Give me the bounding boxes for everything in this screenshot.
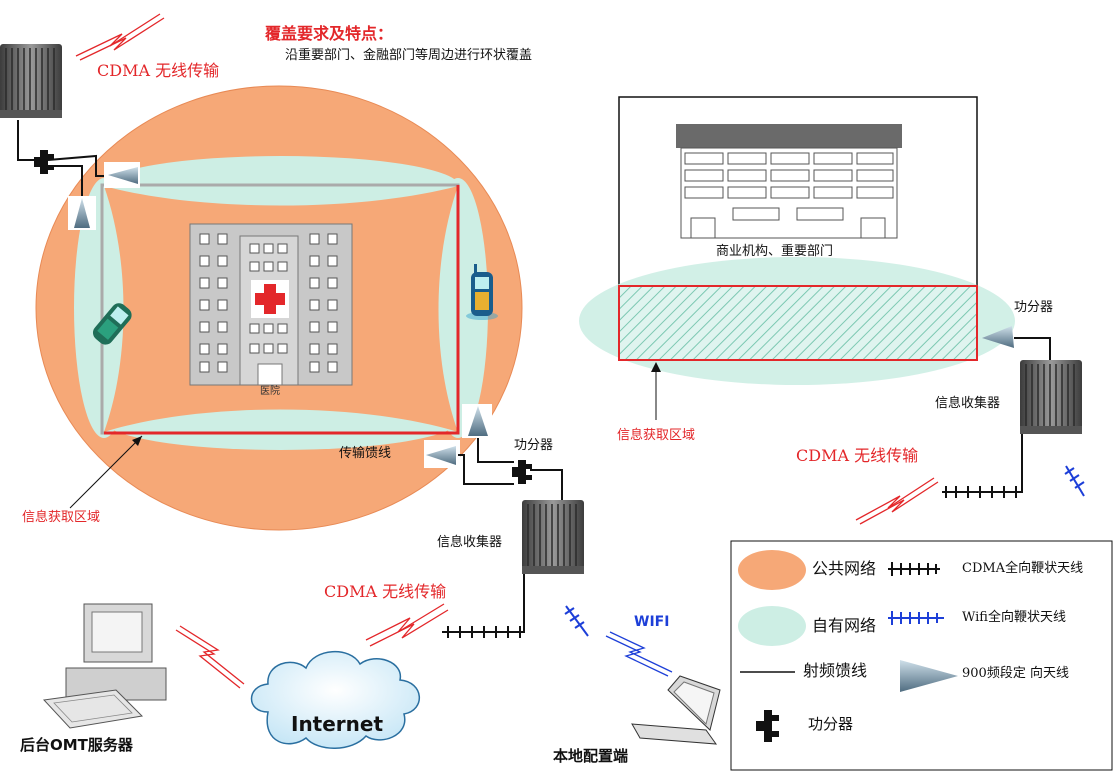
lightning-center <box>365 603 449 647</box>
pointer-arrow-left <box>69 435 143 509</box>
cdma-antenna-center <box>447 626 521 638</box>
splitter-top-left <box>34 150 54 174</box>
lightning-server <box>175 625 245 689</box>
legend-wifi-antenna-label: Wifi全向鞭状天线 <box>962 610 1066 625</box>
feeder-line-label: 传输馈线 <box>339 446 392 461</box>
cdma-antenna-right-feeder <box>942 434 1023 493</box>
local-config-laptop <box>631 675 721 745</box>
legend-public-network-swatch <box>738 550 806 590</box>
splitter-center-label: 功分器 <box>514 438 554 453</box>
cdma-antenna-right <box>945 486 1017 498</box>
lightning-top-left <box>75 13 165 61</box>
omt-server-label: 后台OMT服务器 <box>20 736 133 754</box>
legend-splitter-swatch <box>756 710 779 742</box>
local-config-label: 本地配置端 <box>553 747 629 765</box>
header-title: 覆盖要求及特点： <box>265 24 394 43</box>
collector-center-label: 信息收集器 <box>437 535 503 550</box>
info-area-left-label: 信息获取区域 <box>22 510 101 525</box>
cdma-antenna-center-feeder <box>442 574 525 633</box>
info-area-right <box>618 285 978 361</box>
header-subtitle: 沿重要部门、金融部门等周边进行环状覆盖 <box>285 48 533 63</box>
directional-antenna-right <box>982 326 1014 348</box>
wifi-antenna-right <box>1064 465 1085 497</box>
info-area-right-label: 信息获取区域 <box>617 428 696 443</box>
commercial-building <box>676 124 902 239</box>
omt-server-computer <box>42 603 167 729</box>
cdma-label-center: CDMA 无线传输 <box>324 582 447 601</box>
splitter-right-label: 功分器 <box>1014 300 1054 315</box>
directional-antenna-top-1 <box>104 162 140 188</box>
directional-antenna-top-2 <box>68 196 96 230</box>
cdma-label-right: CDMA 无线传输 <box>796 446 919 465</box>
legend-own-network-label: 自有网络 <box>812 616 877 635</box>
wifi-label: WIFI <box>634 614 670 630</box>
legend-public-network-label: 公共网络 <box>812 559 877 578</box>
legend-feeder-label: 射频馈线 <box>803 661 868 680</box>
lightning-right <box>855 477 939 525</box>
mobile-phone-left <box>92 303 132 345</box>
internet-label: Internet <box>291 712 384 736</box>
info-area-left-frame-red <box>104 185 460 435</box>
internet-cloud <box>250 650 421 749</box>
commercial-label: 商业机构、重要部门 <box>716 244 834 259</box>
wifi-lightning <box>605 631 673 677</box>
hospital-building <box>189 223 353 386</box>
collector-device-top-left <box>0 43 63 119</box>
legend-directional-antenna-swatch <box>900 660 958 692</box>
feeder-top-left <box>17 120 40 161</box>
pointer-arrow-right <box>651 362 661 420</box>
collector-right-label: 信息收集器 <box>935 396 1001 411</box>
legend-splitter-label: 功分器 <box>808 715 854 733</box>
hospital-label: 医院 <box>260 386 280 397</box>
directional-antenna-center-1 <box>462 404 492 438</box>
legend-own-network-swatch <box>738 606 806 646</box>
legend-cdma-antenna-label: CDMA全向鞭状天线 <box>962 561 1084 576</box>
cdma-label-top-left: CDMA 无线传输 <box>97 61 220 80</box>
legend-wifi-antenna-swatch <box>888 611 944 625</box>
legend-directional-antenna-label: 900频段定 向天线 <box>962 666 1069 681</box>
legend-cdma-antenna-swatch <box>888 562 940 576</box>
mobile-phone-right <box>466 264 498 320</box>
collector-device-center <box>521 499 585 575</box>
splitter-center <box>512 460 532 484</box>
wifi-antenna-center <box>564 605 589 637</box>
directional-antenna-center-2 <box>424 440 460 468</box>
collector-device-right <box>1019 359 1083 435</box>
